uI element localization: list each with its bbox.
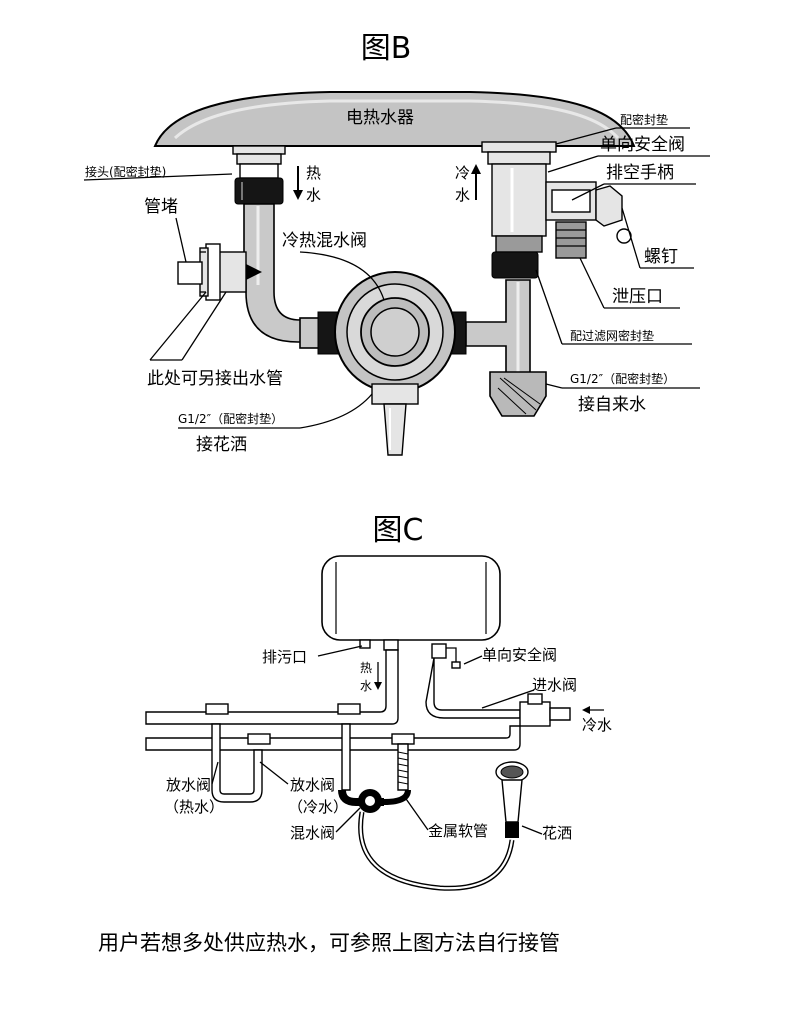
check-valve-label-c: 单向安全阀	[482, 646, 557, 664]
fitting-label: 接头(配密封垫)	[85, 164, 166, 179]
drain-port-label: 排污口	[262, 648, 307, 666]
svg-text:冷: 冷	[455, 164, 470, 182]
screw-label: 螺钉	[644, 247, 678, 267]
mixing-valve-label-c: 混水阀	[290, 824, 335, 842]
cold-inlet-pipe	[425, 657, 521, 719]
figure-b-title: 图B	[361, 31, 412, 66]
extra-outlet-label: 此处可另接出水管	[147, 369, 283, 389]
check-valve-assembly	[481, 141, 632, 279]
svg-text:水: 水	[306, 186, 321, 204]
drain-port	[359, 639, 371, 649]
water-heater-tank-c	[321, 555, 501, 641]
drain-valve-loop	[211, 723, 263, 803]
svg-text:水: 水	[360, 679, 372, 693]
inlet-valve-label: 进水阀	[532, 676, 577, 694]
cold-water-arrow: 冷水	[582, 706, 612, 734]
shower-head	[495, 761, 529, 838]
pipe-plug	[177, 243, 262, 301]
cold-main-pipe	[549, 707, 571, 721]
tee-cold-left	[247, 733, 271, 745]
check-valve-label: 单向安全阀	[600, 135, 685, 155]
hot-pipe	[243, 203, 321, 343]
drain-valve-hot-label: 放水阀	[166, 776, 211, 794]
drain-valve-cold-sub: （冷水）	[288, 798, 348, 816]
svg-text:热: 热	[306, 164, 321, 182]
pipe-plug-label: 管堵	[144, 197, 178, 217]
cold-flow-arrow: 冷 水	[455, 164, 481, 204]
mixing-valve	[299, 271, 467, 456]
mixing-valve-label: 冷热混水阀	[282, 231, 367, 251]
shower-label: 花洒	[542, 824, 572, 842]
tee-hot-left	[205, 703, 229, 715]
figure-c-title: 图C	[373, 513, 424, 548]
svg-text:热: 热	[360, 661, 372, 675]
hot-outlet-fitting	[232, 145, 286, 205]
hot-supply-pipe	[145, 649, 399, 725]
check-valve-c	[431, 643, 461, 669]
svg-text:水: 水	[455, 186, 470, 204]
relief-port-label: 泄压口	[612, 287, 663, 307]
figure-b: 图B 电热水器	[83, 31, 710, 456]
svg-text:冷水: 冷水	[582, 716, 612, 734]
drain-valve-cold-label: 放水阀	[290, 776, 335, 794]
tee-hot-mid	[337, 703, 361, 715]
metal-hose-label: 金属软管	[428, 822, 488, 840]
inlet-spec-label: G1/2″（配密封垫）	[570, 371, 675, 386]
shower-spec-label: G1/2″（配密封垫）	[178, 411, 283, 426]
drain-valve-hot-sub: （热水）	[164, 798, 224, 816]
gasket-top-label: 配密封垫	[620, 112, 668, 127]
footer-note: 用户若想多处供应热水，可参照上图方法自行接管	[98, 931, 560, 955]
hot-flow-arrow: 热 水	[293, 164, 321, 204]
inlet-fitting	[489, 371, 547, 417]
inlet-valve	[519, 693, 551, 727]
filter-gasket-label: 配过滤网密封垫	[570, 328, 654, 343]
mixing-valve-c	[338, 789, 411, 813]
hot-arrow-c: 热 水	[360, 661, 382, 693]
cold-connecting-pipe	[465, 279, 531, 379]
heater-label: 电热水器	[346, 108, 414, 128]
drain-handle-label: 排空手柄	[606, 163, 674, 183]
tap-water-label: 接自来水	[578, 395, 646, 415]
figure-c: 图C 排污口 热 水 单向安全阀	[145, 513, 612, 891]
hot-branch-pipe	[341, 723, 351, 791]
shower-connect-label: 接花洒	[196, 435, 247, 455]
tee-cold-mid	[391, 733, 415, 745]
